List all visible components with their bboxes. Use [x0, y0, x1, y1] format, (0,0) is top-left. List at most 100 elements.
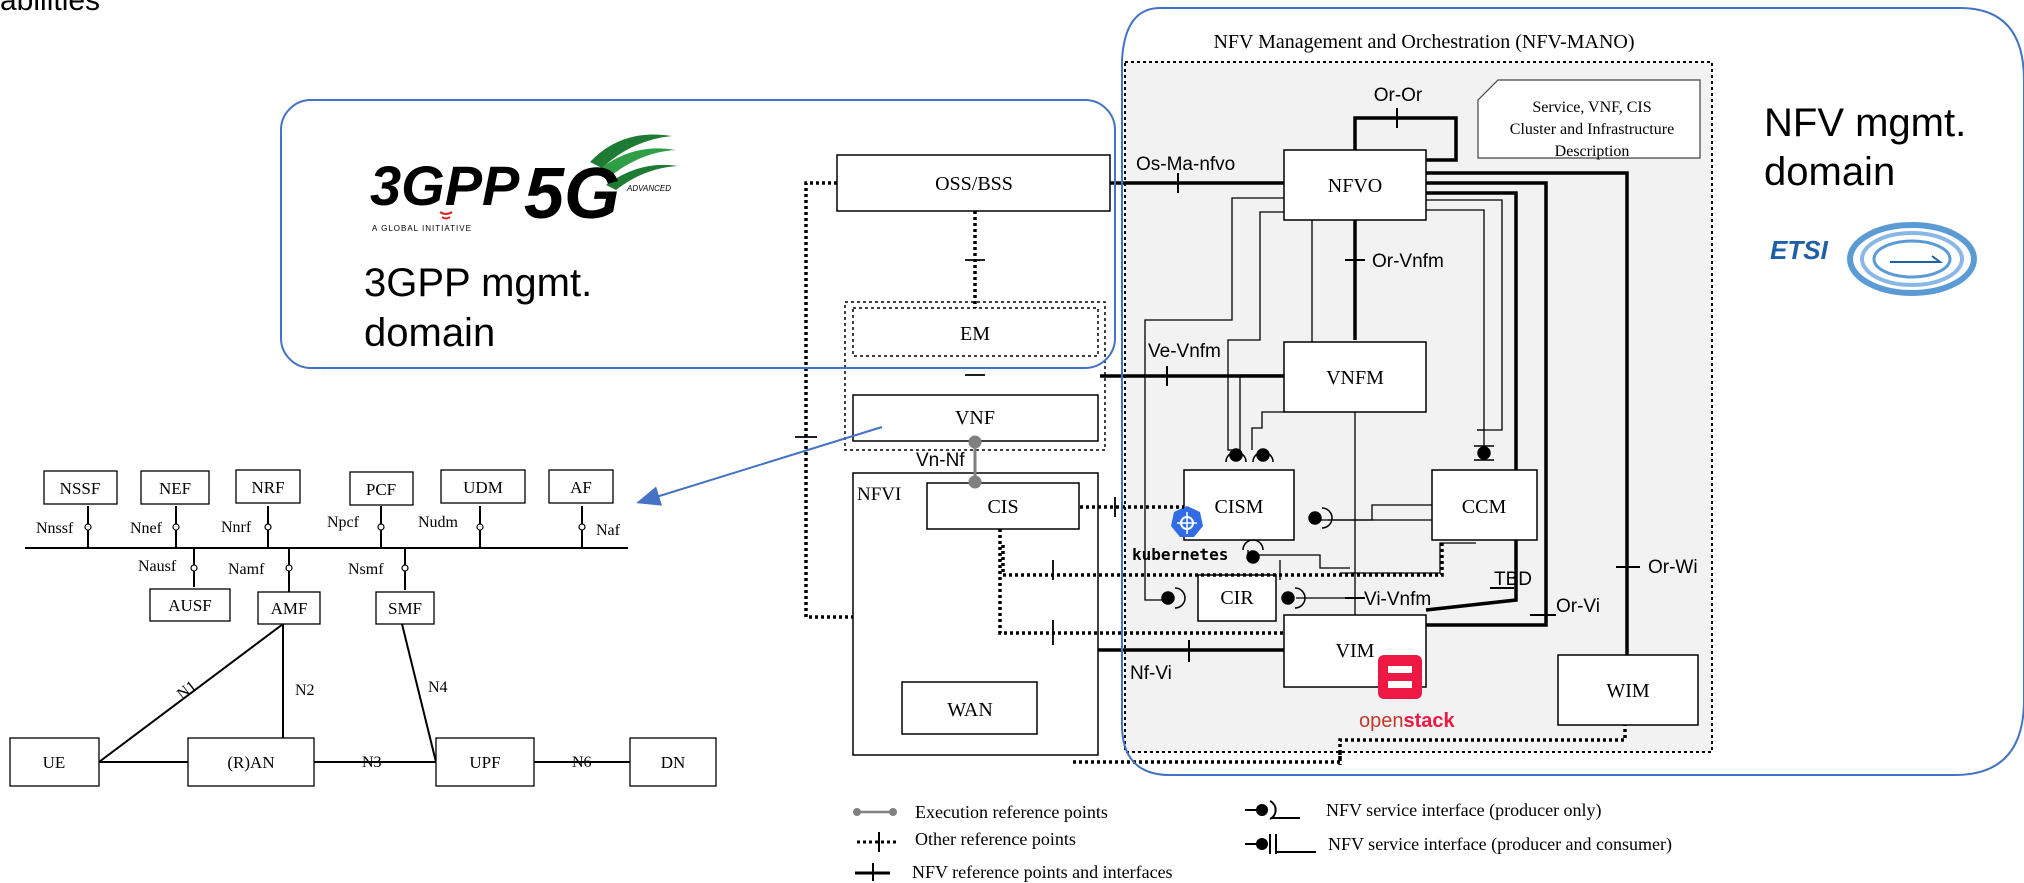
other-reference-lines	[804, 181, 1627, 765]
ref-or-wi: Or-Wi	[1648, 557, 1698, 578]
cis-label: CIS	[987, 496, 1018, 518]
svc-label-nnssf: Nnssf	[36, 520, 74, 537]
kubernetes-wordmark: kubernetes	[1132, 545, 1228, 564]
svc-dot	[172, 523, 180, 531]
header-fragment: abilities	[0, 0, 100, 17]
iface-n3: N3	[362, 754, 382, 771]
interface-ticks	[1166, 108, 1640, 662]
vnfm-box[interactable]	[1283, 341, 1427, 413]
nf-label-pcf: PCF	[366, 480, 396, 499]
iface-n6: N6	[572, 754, 592, 771]
mano-title: NFV Management and Orchestration (NFV-MA…	[1213, 31, 1634, 53]
nf-label-amf: AMF	[271, 599, 308, 618]
description-note	[1477, 79, 1701, 159]
nf-label-nef: NEF	[159, 479, 191, 498]
desc-line-1: Service, VNF, CIS	[1532, 99, 1651, 116]
3gpp-logo-text: 3GPP	[370, 154, 520, 217]
sbi-bus	[25, 506, 630, 763]
svc-label-npcf: Npcf	[327, 514, 360, 531]
nf-box-af[interactable]	[548, 469, 614, 504]
nf-box-ausf[interactable]	[149, 588, 231, 622]
em-label: EM	[960, 323, 990, 345]
svc-label-nnef: Nnef	[130, 520, 163, 537]
ref-or-vnfm: Or-Vnfm	[1372, 251, 1444, 272]
ref-nf-vi: Nf-Vi	[1130, 663, 1172, 684]
nfv-domain-label-1: NFV mgmt.	[1764, 101, 1966, 145]
3gpp-domain-label-2: domain	[364, 311, 495, 355]
nf-label-nrf: NRF	[251, 478, 284, 497]
ref-or-vi: Or-Vi	[1556, 596, 1600, 617]
legend: Execution reference points Other referen…	[853, 800, 1672, 882]
nf-label-ausf: AUSF	[168, 596, 211, 615]
iface-n1: N1	[174, 678, 200, 703]
svc-dot	[264, 523, 272, 531]
ref-or-or: Or-Or	[1374, 85, 1423, 106]
wan-box[interactable]	[901, 681, 1038, 735]
svc-dot	[190, 564, 198, 572]
nfvo-box[interactable]	[1283, 149, 1427, 221]
nfvo-label: NFVO	[1328, 175, 1382, 197]
svc-label-nudm: Nudm	[418, 514, 459, 531]
svc-label-nausf: Nausf	[138, 558, 177, 575]
oss-bss-label: OSS/BSS	[935, 173, 1013, 195]
nf-box-smf[interactable]	[375, 591, 435, 625]
nfvi-label: NFVI	[857, 484, 901, 505]
ref-vi-vnfm: Vi-Vnfm	[1364, 589, 1431, 610]
service-interface-symbols	[1161, 445, 1494, 609]
nf-label-udm: UDM	[463, 478, 503, 497]
nf-box-nef[interactable]	[140, 470, 210, 505]
ccm-label: CCM	[1462, 496, 1507, 518]
vim-label: VIM	[1336, 640, 1375, 662]
vnf-box[interactable]	[852, 394, 1099, 442]
nf-label-ran: (R)AN	[227, 753, 274, 772]
3gpp-logo-icon: 3GPP A GLOBAL INITIATIVE	[370, 154, 520, 233]
iface-n2: N2	[295, 682, 315, 699]
nf-label-ue: UE	[43, 753, 66, 772]
etsi-logo-icon: ETSI	[1770, 222, 1977, 296]
svc-dot	[476, 523, 484, 531]
nf-label-dn: DN	[661, 753, 686, 772]
legend-nfv: NFV reference points and interfaces	[912, 862, 1173, 882]
ccm-box[interactable]	[1431, 469, 1538, 541]
nf-box-pcf[interactable]	[349, 471, 414, 506]
nf-label-af: AF	[570, 478, 592, 497]
svc-dot	[84, 523, 92, 531]
svc-dot	[401, 564, 409, 572]
nfv-reference-lines	[1098, 116, 1629, 655]
wim-box[interactable]	[1557, 654, 1699, 726]
nf-box-dn[interactable]	[629, 737, 717, 787]
5g-tagline: ADVANCED	[626, 184, 671, 193]
nf-box-udm[interactable]	[440, 469, 526, 504]
cism-box[interactable]	[1183, 469, 1295, 541]
wim-label: WIM	[1606, 680, 1650, 702]
nf-box-nrf[interactable]	[235, 469, 301, 504]
other-reference-ticks	[795, 259, 1116, 645]
nf-box-ue[interactable]	[9, 737, 100, 787]
svc-dot	[285, 564, 293, 572]
svc-label-naf: Naf	[596, 522, 621, 539]
svc-label-namf: Namf	[228, 561, 265, 578]
etsi-logo-text: ETSI	[1770, 235, 1829, 265]
nf-box-nssf[interactable]	[43, 470, 118, 505]
ref-os-ma-nfvo: Os-Ma-nfvo	[1136, 154, 1235, 175]
svc-label-nsmf: Nsmf	[348, 561, 384, 578]
cism-label: CISM	[1215, 496, 1264, 518]
iface-n4: N4	[428, 679, 448, 696]
nf-box-ran[interactable]	[187, 737, 315, 787]
openstack-logo-icon	[1378, 655, 1422, 699]
5g-logo-text: 5G	[524, 154, 620, 234]
nfv-domain-label-2: domain	[1764, 150, 1895, 194]
nf-box-upf[interactable]	[435, 737, 535, 787]
cis-box[interactable]	[926, 482, 1080, 530]
cir-box[interactable]	[1197, 574, 1277, 622]
3gpp-tagline: A GLOBAL INITIATIVE	[372, 224, 472, 233]
execution-reference-line	[968, 435, 982, 489]
desc-line-2: Cluster and Infrastructure	[1510, 121, 1674, 138]
nf-box-amf[interactable]	[257, 591, 321, 625]
oss-bss-box[interactable]	[836, 154, 1111, 212]
legend-producer-consumer: NFV service interface (producer and cons…	[1328, 834, 1672, 855]
wan-label: WAN	[947, 699, 993, 721]
legend-producer: NFV service interface (producer only)	[1326, 800, 1602, 821]
vnf-to-core-arrow	[636, 426, 883, 506]
